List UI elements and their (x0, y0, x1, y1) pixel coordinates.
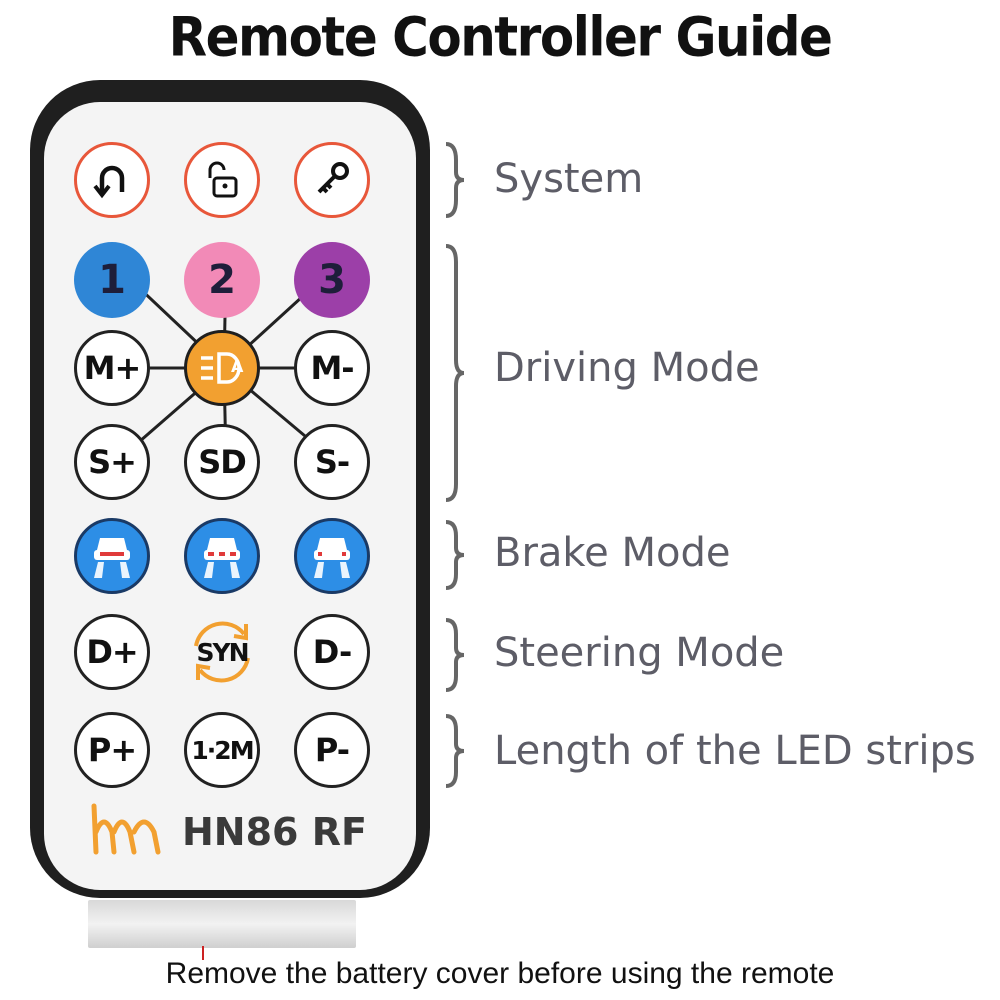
mode-3-button[interactable]: 3 (294, 242, 370, 318)
sync-arrows-icon (194, 621, 250, 683)
mode-2-button[interactable]: 2 (184, 242, 260, 318)
direction-minus-button[interactable]: D- (294, 614, 370, 690)
headlight-button[interactable]: A (184, 330, 260, 406)
group-label-brake-mode: Brake Mode (494, 530, 731, 576)
brake-mode-1-button[interactable] (74, 518, 150, 594)
mode-1-button[interactable]: 1 (74, 242, 150, 318)
group-label-driving-mode: Driving Mode (494, 345, 760, 391)
headlight-icon: A (201, 352, 244, 384)
length-preset-button[interactable]: 1·2M (184, 712, 260, 788)
speed-minus-button[interactable]: S- (294, 424, 370, 500)
brake-mode-brace (445, 520, 465, 590)
model-label: HN86 RF (182, 810, 367, 854)
group-label-length: Length of the LED strips (494, 728, 976, 774)
speed-plus-button[interactable]: S+ (74, 424, 150, 500)
mode-minus-button[interactable]: M- (294, 330, 370, 406)
sd-button[interactable]: SD (184, 424, 260, 500)
remote-face: 1 2 3 M+ A M- S+ SD S- (44, 102, 416, 890)
hm-wave-logo (91, 803, 161, 855)
rotate-button[interactable] (74, 142, 150, 218)
length-minus-button[interactable]: P- (294, 712, 370, 788)
brake-mode-2-button[interactable] (184, 518, 260, 594)
key-button[interactable] (294, 142, 370, 218)
system-brace (445, 142, 465, 218)
page-title: Remote Controller Guide (168, 5, 833, 69)
car-brake-icon (94, 538, 130, 578)
sync-button[interactable]: SYN (184, 614, 260, 690)
length-plus-button[interactable]: P+ (74, 712, 150, 788)
unlock-icon (208, 161, 238, 198)
key-icon (317, 162, 349, 194)
svg-text:A: A (231, 357, 244, 376)
rotate-arrow-icon (93, 165, 125, 199)
direction-plus-button[interactable]: D+ (74, 614, 150, 690)
battery-pull-tab[interactable] (88, 900, 356, 948)
brake-mode-3-button[interactable] (294, 518, 370, 594)
group-label-steering-mode: Steering Mode (494, 630, 785, 676)
car-brake-icon (204, 538, 240, 578)
driving-mode-brace (445, 244, 465, 502)
mode-plus-button[interactable]: M+ (74, 330, 150, 406)
pull-tab-mark (202, 946, 204, 960)
steering-mode-brace (445, 618, 465, 692)
battery-instruction: Remove the battery cover before using th… (165, 957, 835, 990)
car-brake-icon (314, 538, 350, 578)
unlock-button[interactable] (184, 142, 260, 218)
group-label-system: System (494, 156, 644, 202)
length-brace (445, 714, 465, 788)
